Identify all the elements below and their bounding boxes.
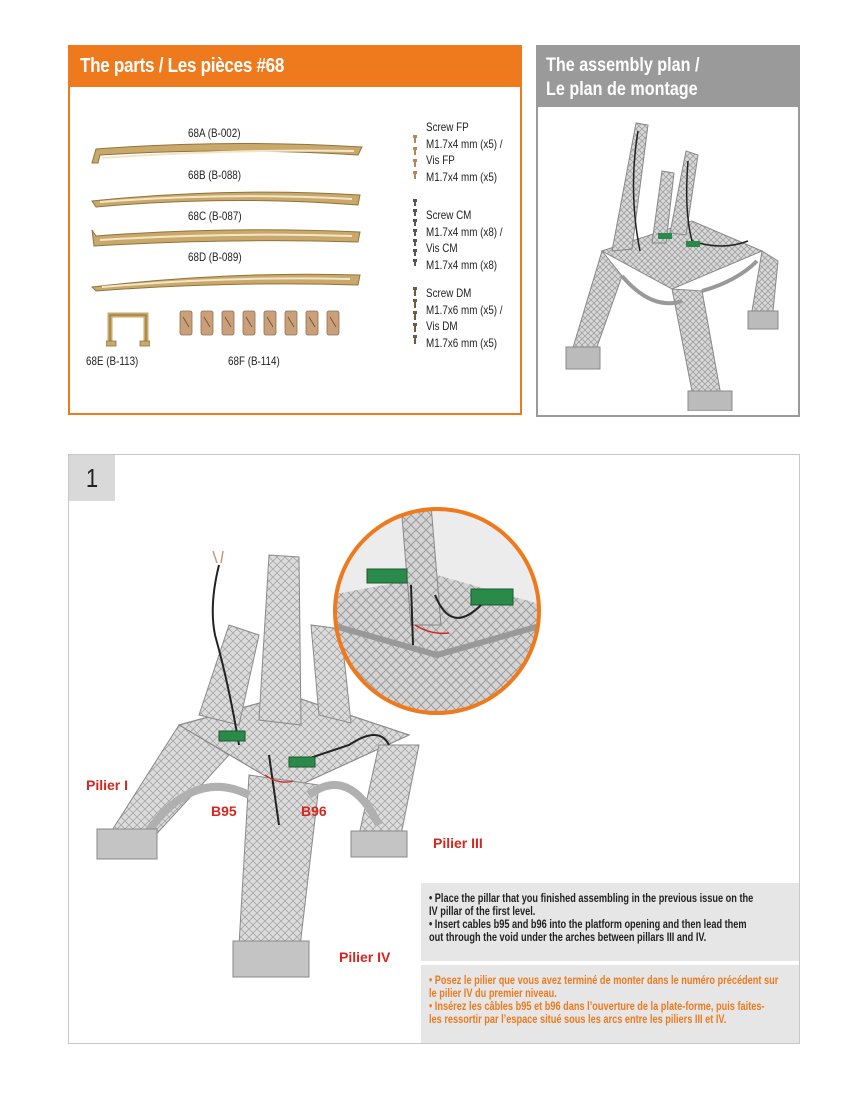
screw-cm-line-1: Screw CM <box>426 208 472 222</box>
instruction-fr-line-1: • Posez le pilier que vous avez terminé … <box>429 975 779 987</box>
screw-cm-text: Screw CM M1.7x4 mm (x8) / Vis CM M1.7x4 … <box>426 207 503 273</box>
screw-dm-icon <box>413 287 417 344</box>
part-68c-image <box>91 229 361 247</box>
cable-label-b96: B96 <box>301 803 327 819</box>
part-label-68b: 68B (B-088) <box>188 168 242 182</box>
instruction-fr-line-4: les ressortir par l’espace situé sous le… <box>429 1014 727 1026</box>
screw-fp-text: Screw FP M1.7x4 mm (x5) / Vis FP M1.7x4 … <box>426 119 503 185</box>
step-panel: 1 <box>68 454 800 1044</box>
screw-fp-line-3: Vis FP <box>426 153 455 167</box>
pillar-label-3: Pilier III <box>433 835 483 851</box>
assembly-plan-header: The assembly plan / Le plan de montage <box>538 47 798 107</box>
assembly-plan-title-fr: Le plan de montage <box>546 79 698 100</box>
screw-cm-icon <box>413 199 417 266</box>
screw-dm-line-4: M1.7x6 mm (x5) <box>426 335 498 350</box>
parts-header: The parts / Les pièces #68 <box>70 47 520 87</box>
part-label-68d: 68D (B-089) <box>188 250 242 264</box>
assembly-plan-panel: The assembly plan / Le plan de montage <box>536 45 800 417</box>
screw-fp-line-4: M1.7x4 mm (x5) <box>426 169 498 184</box>
pillar-label-4: Pilier IV <box>339 949 391 965</box>
instruction-en-line-3: • Insert cables b95 and b96 into the pla… <box>429 919 747 931</box>
step-number: 1 <box>85 463 99 493</box>
screw-dm-line-3: Vis DM <box>426 319 458 333</box>
screw-fp-line-2: M1.7x4 mm (x5) / <box>426 136 503 151</box>
cable-label-b95: B95 <box>211 803 237 819</box>
screw-fp-icon <box>413 135 417 179</box>
instruction-en-line-2: IV pillar of the first level. <box>429 906 536 918</box>
screw-dm-text: Screw DM M1.7x6 mm (x5) / Vis DM M1.7x6 … <box>426 285 503 351</box>
part-label-68e: 68E (B-113) <box>86 354 139 368</box>
assembly-plan-tower-image <box>565 122 779 411</box>
part-label-68c: 68C (B-087) <box>188 209 242 223</box>
screw-cm-line-3: Vis CM <box>426 241 458 255</box>
screw-cm-line-4: M1.7x4 mm (x8) <box>426 257 498 272</box>
screw-fp-line-1: Screw FP <box>426 120 469 134</box>
instruction-en-line-1: • Place the pillar that you finished ass… <box>429 893 754 905</box>
screw-cm-line-2: M1.7x4 mm (x8) / <box>426 224 503 239</box>
pillar-label-1: Pilier I <box>86 777 129 793</box>
step-tower-image <box>96 550 420 978</box>
part-68f-image <box>179 310 340 336</box>
parts-title: The parts / Les pièces #68 <box>80 55 285 77</box>
part-label-68a: 68A (B-002) <box>188 126 241 140</box>
screw-dm-line-2: M1.7x6 mm (x5) / <box>426 302 503 317</box>
part-68e-image <box>106 312 150 347</box>
instruction-fr-line-3: • Insérez les câbles b95 et b96 dans l’o… <box>429 1001 765 1013</box>
zoom-detail-image <box>333 507 541 715</box>
instruction-fr-line-2: le pilier IV du premier niveau. <box>429 988 557 1000</box>
instructions-fr-box: • Posez le pilier que vous avez terminé … <box>421 965 799 1043</box>
screw-dm-line-1: Screw DM <box>426 286 472 300</box>
part-label-68f: 68F (B-114) <box>228 354 280 368</box>
assembly-plan-title-en: The assembly plan / <box>546 55 700 76</box>
parts-panel: The parts / Les pièces #68 68A (B-002) 6… <box>68 45 522 415</box>
instruction-en-line-4: out through the void under the arches be… <box>429 932 707 944</box>
part-68d-image <box>90 273 361 292</box>
instructions-en-box: • Place the pillar that you finished ass… <box>421 883 799 961</box>
step-number-box: 1 <box>69 455 115 501</box>
part-68b-image <box>91 191 361 208</box>
part-68a-image <box>91 142 363 164</box>
